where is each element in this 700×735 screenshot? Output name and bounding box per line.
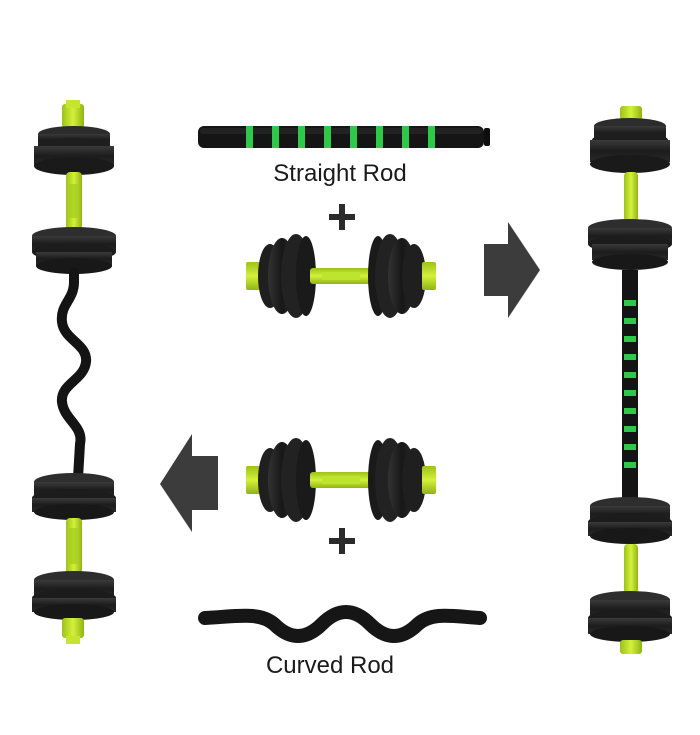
straight-rod: [198, 126, 490, 148]
arrow-right-icon: [484, 222, 540, 318]
plus-icon: [329, 528, 355, 554]
curved-rod-caption: Curved Rod: [265, 652, 395, 679]
curved-barbell-assembled: [32, 100, 116, 644]
curved-rod: [198, 605, 487, 643]
arrow-left-icon: [160, 434, 218, 532]
straight-rod-caption: Straight Rod: [273, 160, 407, 187]
plus-icon: [329, 204, 355, 230]
dumbbell-top: [246, 234, 436, 318]
dumbbell-bottom: [246, 438, 436, 522]
straight-barbell-assembled: [588, 106, 672, 654]
